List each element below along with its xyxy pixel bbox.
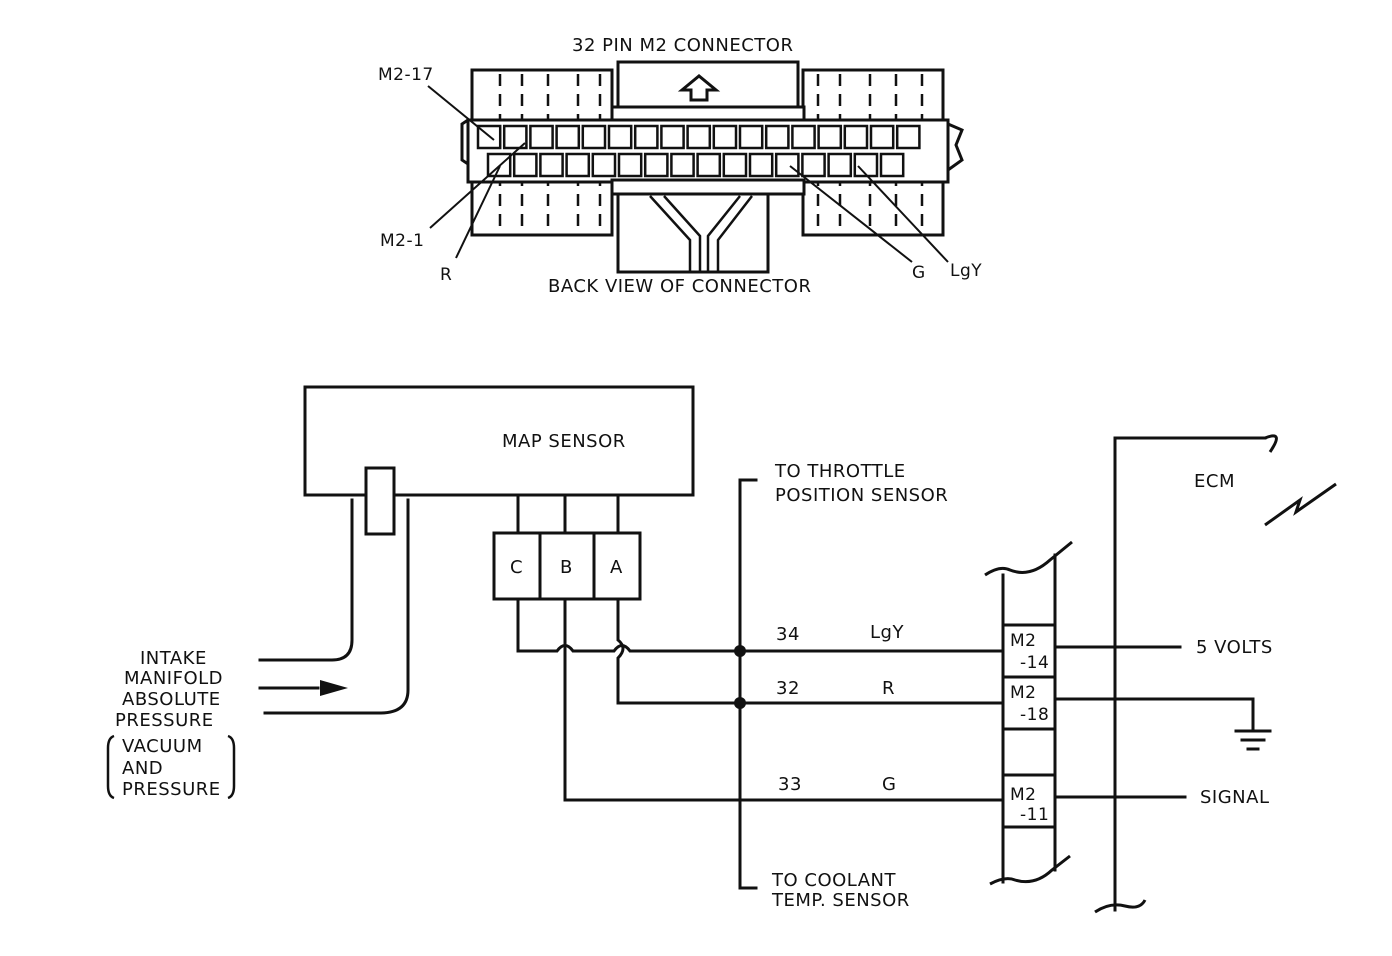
pin-cavity xyxy=(555,124,581,150)
cts-note-line1: TO COOLANT xyxy=(771,870,897,891)
pin-cavity xyxy=(539,152,564,178)
pin-cavity xyxy=(895,124,921,150)
callout-m2-1: M2-1 xyxy=(380,231,424,251)
pin-cavity xyxy=(512,152,538,178)
pin-cavity xyxy=(633,124,659,150)
pin-cavity xyxy=(660,124,685,150)
map-sensor-label: MAP SENSOR xyxy=(502,431,626,452)
intake-line6: AND xyxy=(122,758,163,779)
arrow-up-icon xyxy=(677,74,721,102)
tps-note-line1: TO THROTTLE xyxy=(774,461,906,482)
pin-cavity xyxy=(607,124,633,150)
pin-cavity xyxy=(791,124,816,150)
callout-r: R xyxy=(440,265,452,285)
term-m2-18-top: M2 xyxy=(1010,683,1036,703)
pin-cavity xyxy=(529,124,554,150)
wire-33-color: G xyxy=(882,774,896,795)
callout-m2-17: M2-17 xyxy=(378,65,434,85)
wire-32-color: R xyxy=(882,678,895,699)
ecm: M2 -14 M2 -18 M2 -11 ECM 5 VOLTS SIGNAL xyxy=(984,434,1337,914)
term-m2-14-bottom: -14 xyxy=(1020,653,1049,673)
break-icon xyxy=(1264,482,1337,527)
map-sensor: MAP SENSOR C B A INTAKE MANIFOLD ABSOLUT… xyxy=(106,385,695,800)
output-signal: SIGNAL xyxy=(1200,787,1270,808)
pin-cavity xyxy=(843,124,869,150)
pin-cavity xyxy=(670,152,695,178)
pin-cavity xyxy=(712,124,738,150)
pin-cavity xyxy=(748,152,774,178)
pin-c-label: C xyxy=(510,557,523,578)
callout-g: G xyxy=(912,263,926,283)
connector-caption: BACK VIEW OF CONNECTOR xyxy=(548,276,811,297)
pin-cavity xyxy=(738,124,764,150)
pin-cavity xyxy=(617,152,643,178)
wiring: 34 LgY 32 R 33 G TO THROTTLE POSITION SE… xyxy=(516,461,1005,911)
pin-cavity xyxy=(774,152,800,178)
ecm-label: ECM xyxy=(1194,471,1235,492)
pin-cavity xyxy=(879,152,905,178)
pin-cavity xyxy=(565,152,591,178)
connector-title: 32 PIN M2 CONNECTOR xyxy=(572,35,793,56)
term-m2-14-top: M2 xyxy=(1010,631,1036,651)
pin-grid xyxy=(476,124,921,178)
tps-note-line2: POSITION SENSOR xyxy=(775,485,948,506)
pin-cavity xyxy=(722,152,748,178)
intake-line5: VACUUM xyxy=(122,736,203,757)
intake-line3: ABSOLUTE xyxy=(122,689,221,710)
term-m2-11-top: M2 xyxy=(1010,785,1036,805)
m2-connector: 32 PIN M2 CONNECTOR M2-17 M2-1 R G LgY B… xyxy=(378,35,982,297)
pin-cavity xyxy=(591,152,617,178)
cts-note-line2: TEMP. SENSOR xyxy=(771,890,910,911)
output-5-volts: 5 VOLTS xyxy=(1196,637,1273,658)
term-m2-18-bottom: -18 xyxy=(1020,705,1049,725)
pin-cavity xyxy=(581,124,607,150)
wire-32-circuit: 32 xyxy=(776,678,800,699)
wire-34-circuit: 34 xyxy=(776,624,800,645)
pin-cavity xyxy=(502,124,528,150)
pin-cavity xyxy=(801,152,826,178)
ground-icon xyxy=(1234,729,1272,751)
pin-cavity xyxy=(686,124,712,150)
pin-cavity xyxy=(853,152,879,178)
intake-line4: PRESSURE xyxy=(115,710,214,731)
pin-cavity xyxy=(817,124,843,150)
intake-line2: MANIFOLD xyxy=(124,668,223,689)
pin-cavity xyxy=(643,152,669,178)
wire-33-circuit: 33 xyxy=(778,774,802,795)
intake-line1: INTAKE xyxy=(140,648,207,669)
pin-cavity xyxy=(696,152,722,178)
callout-lgy: LgY xyxy=(950,261,982,281)
intake-line7: PRESSURE xyxy=(122,779,221,800)
pin-cavity xyxy=(764,124,790,150)
pin-cavity xyxy=(827,152,853,178)
pin-cavity xyxy=(869,124,895,150)
term-m2-11-bottom: -11 xyxy=(1020,805,1049,825)
pin-a-label: A xyxy=(610,557,623,578)
pin-b-label: B xyxy=(560,557,573,578)
wire-34-color: LgY xyxy=(870,622,904,643)
